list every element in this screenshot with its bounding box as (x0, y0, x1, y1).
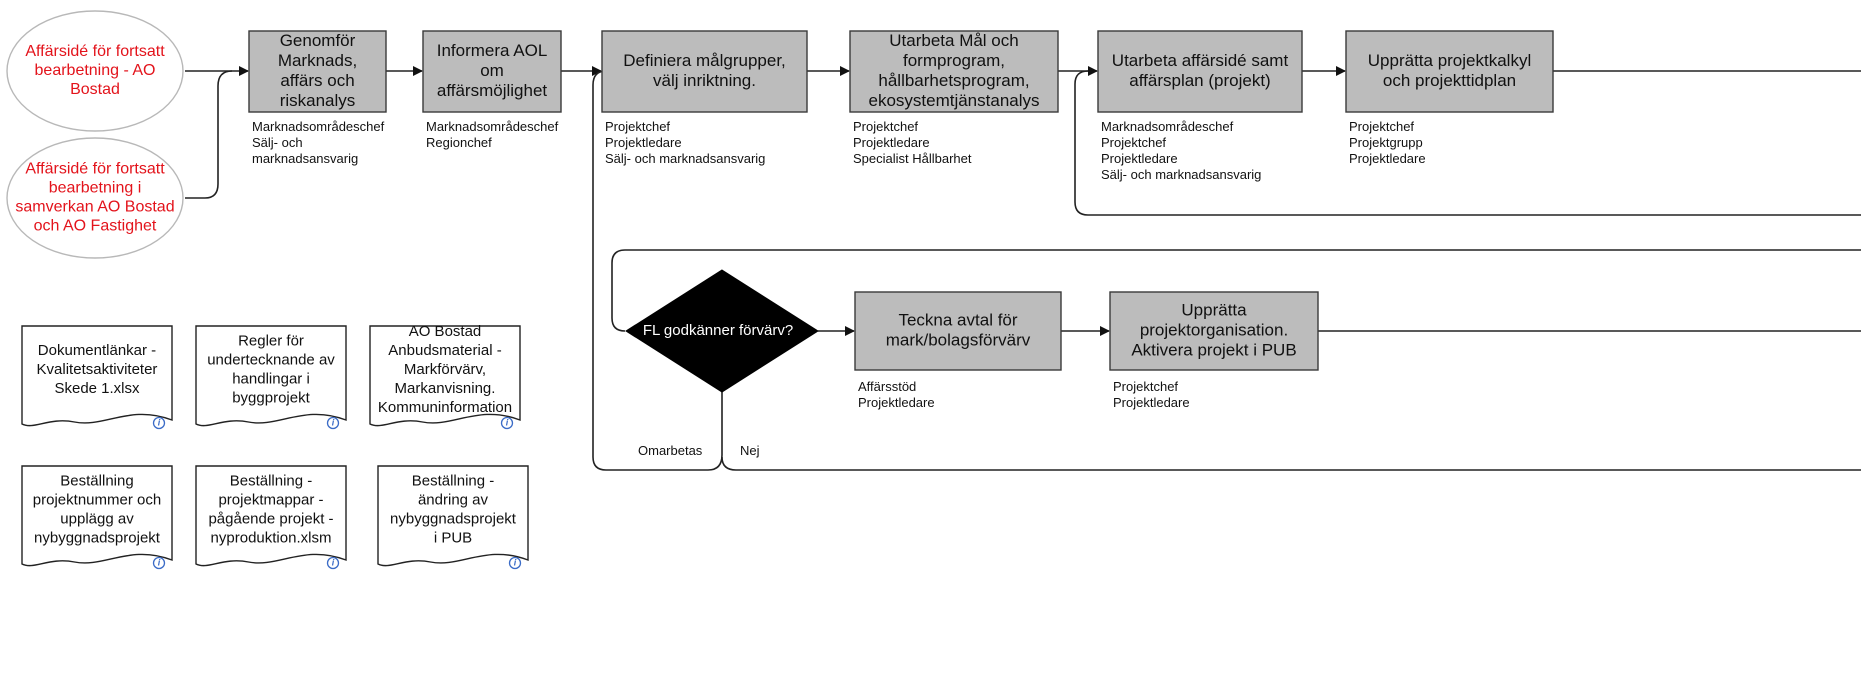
info-icon[interactable]: i (326, 556, 340, 570)
document-shape (195, 465, 347, 567)
process-step-box (854, 291, 1062, 371)
branch-label-rework: Omarbetas (638, 443, 703, 458)
branch-label-no: Nej (740, 443, 760, 458)
svg-text:i: i (332, 557, 335, 567)
connectors (185, 66, 1861, 471)
decision-diamond (625, 269, 819, 393)
start-event-shape (6, 137, 184, 259)
svg-text:i: i (158, 417, 161, 427)
process-step-s3: Definiera målgrupper,välj inriktning. Pro… (601, 30, 808, 166)
connector-no-branch (721, 456, 737, 471)
svg-text:i: i (506, 417, 509, 427)
document-shape (369, 325, 521, 427)
process-step-box (248, 30, 387, 113)
process-step-box (1345, 30, 1554, 113)
svg-text:i: i (332, 417, 335, 427)
connector-rework-loop (592, 70, 723, 471)
svg-text:i: i (158, 557, 161, 567)
decision-label: FL godkänner förvärv? (643, 322, 793, 339)
info-icon[interactable]: i (508, 556, 522, 570)
process-step-box (1097, 30, 1303, 113)
document-shape (377, 465, 529, 567)
svg-text:i: i (514, 557, 517, 567)
decision: FL godkänner förvärv? Omarbetas Nej (625, 269, 819, 458)
process-step-label: Definiera målgrupper,välj inriktning. (623, 51, 786, 90)
process-step-box (601, 30, 808, 113)
document-shape (21, 465, 173, 567)
connector-return-decision (611, 249, 1861, 332)
start-event-shape (6, 10, 184, 132)
connector-start2-s1 (185, 70, 233, 199)
info-icon[interactable]: i (152, 556, 166, 570)
connector-return-s5 (1074, 70, 1861, 216)
process-step-box (849, 30, 1059, 113)
info-icon[interactable]: i (500, 416, 514, 430)
document-shape (21, 325, 173, 427)
info-icon[interactable]: i (152, 416, 166, 430)
document-shape (195, 325, 347, 427)
process-step-box (422, 30, 562, 113)
document-label: Beställning -projektmappar -pågående pro… (208, 472, 333, 546)
process-step-box (1109, 291, 1319, 371)
document-d5[interactable]: Beställning -projektmappar -pågående pro… (195, 465, 347, 570)
info-icon[interactable]: i (326, 416, 340, 430)
